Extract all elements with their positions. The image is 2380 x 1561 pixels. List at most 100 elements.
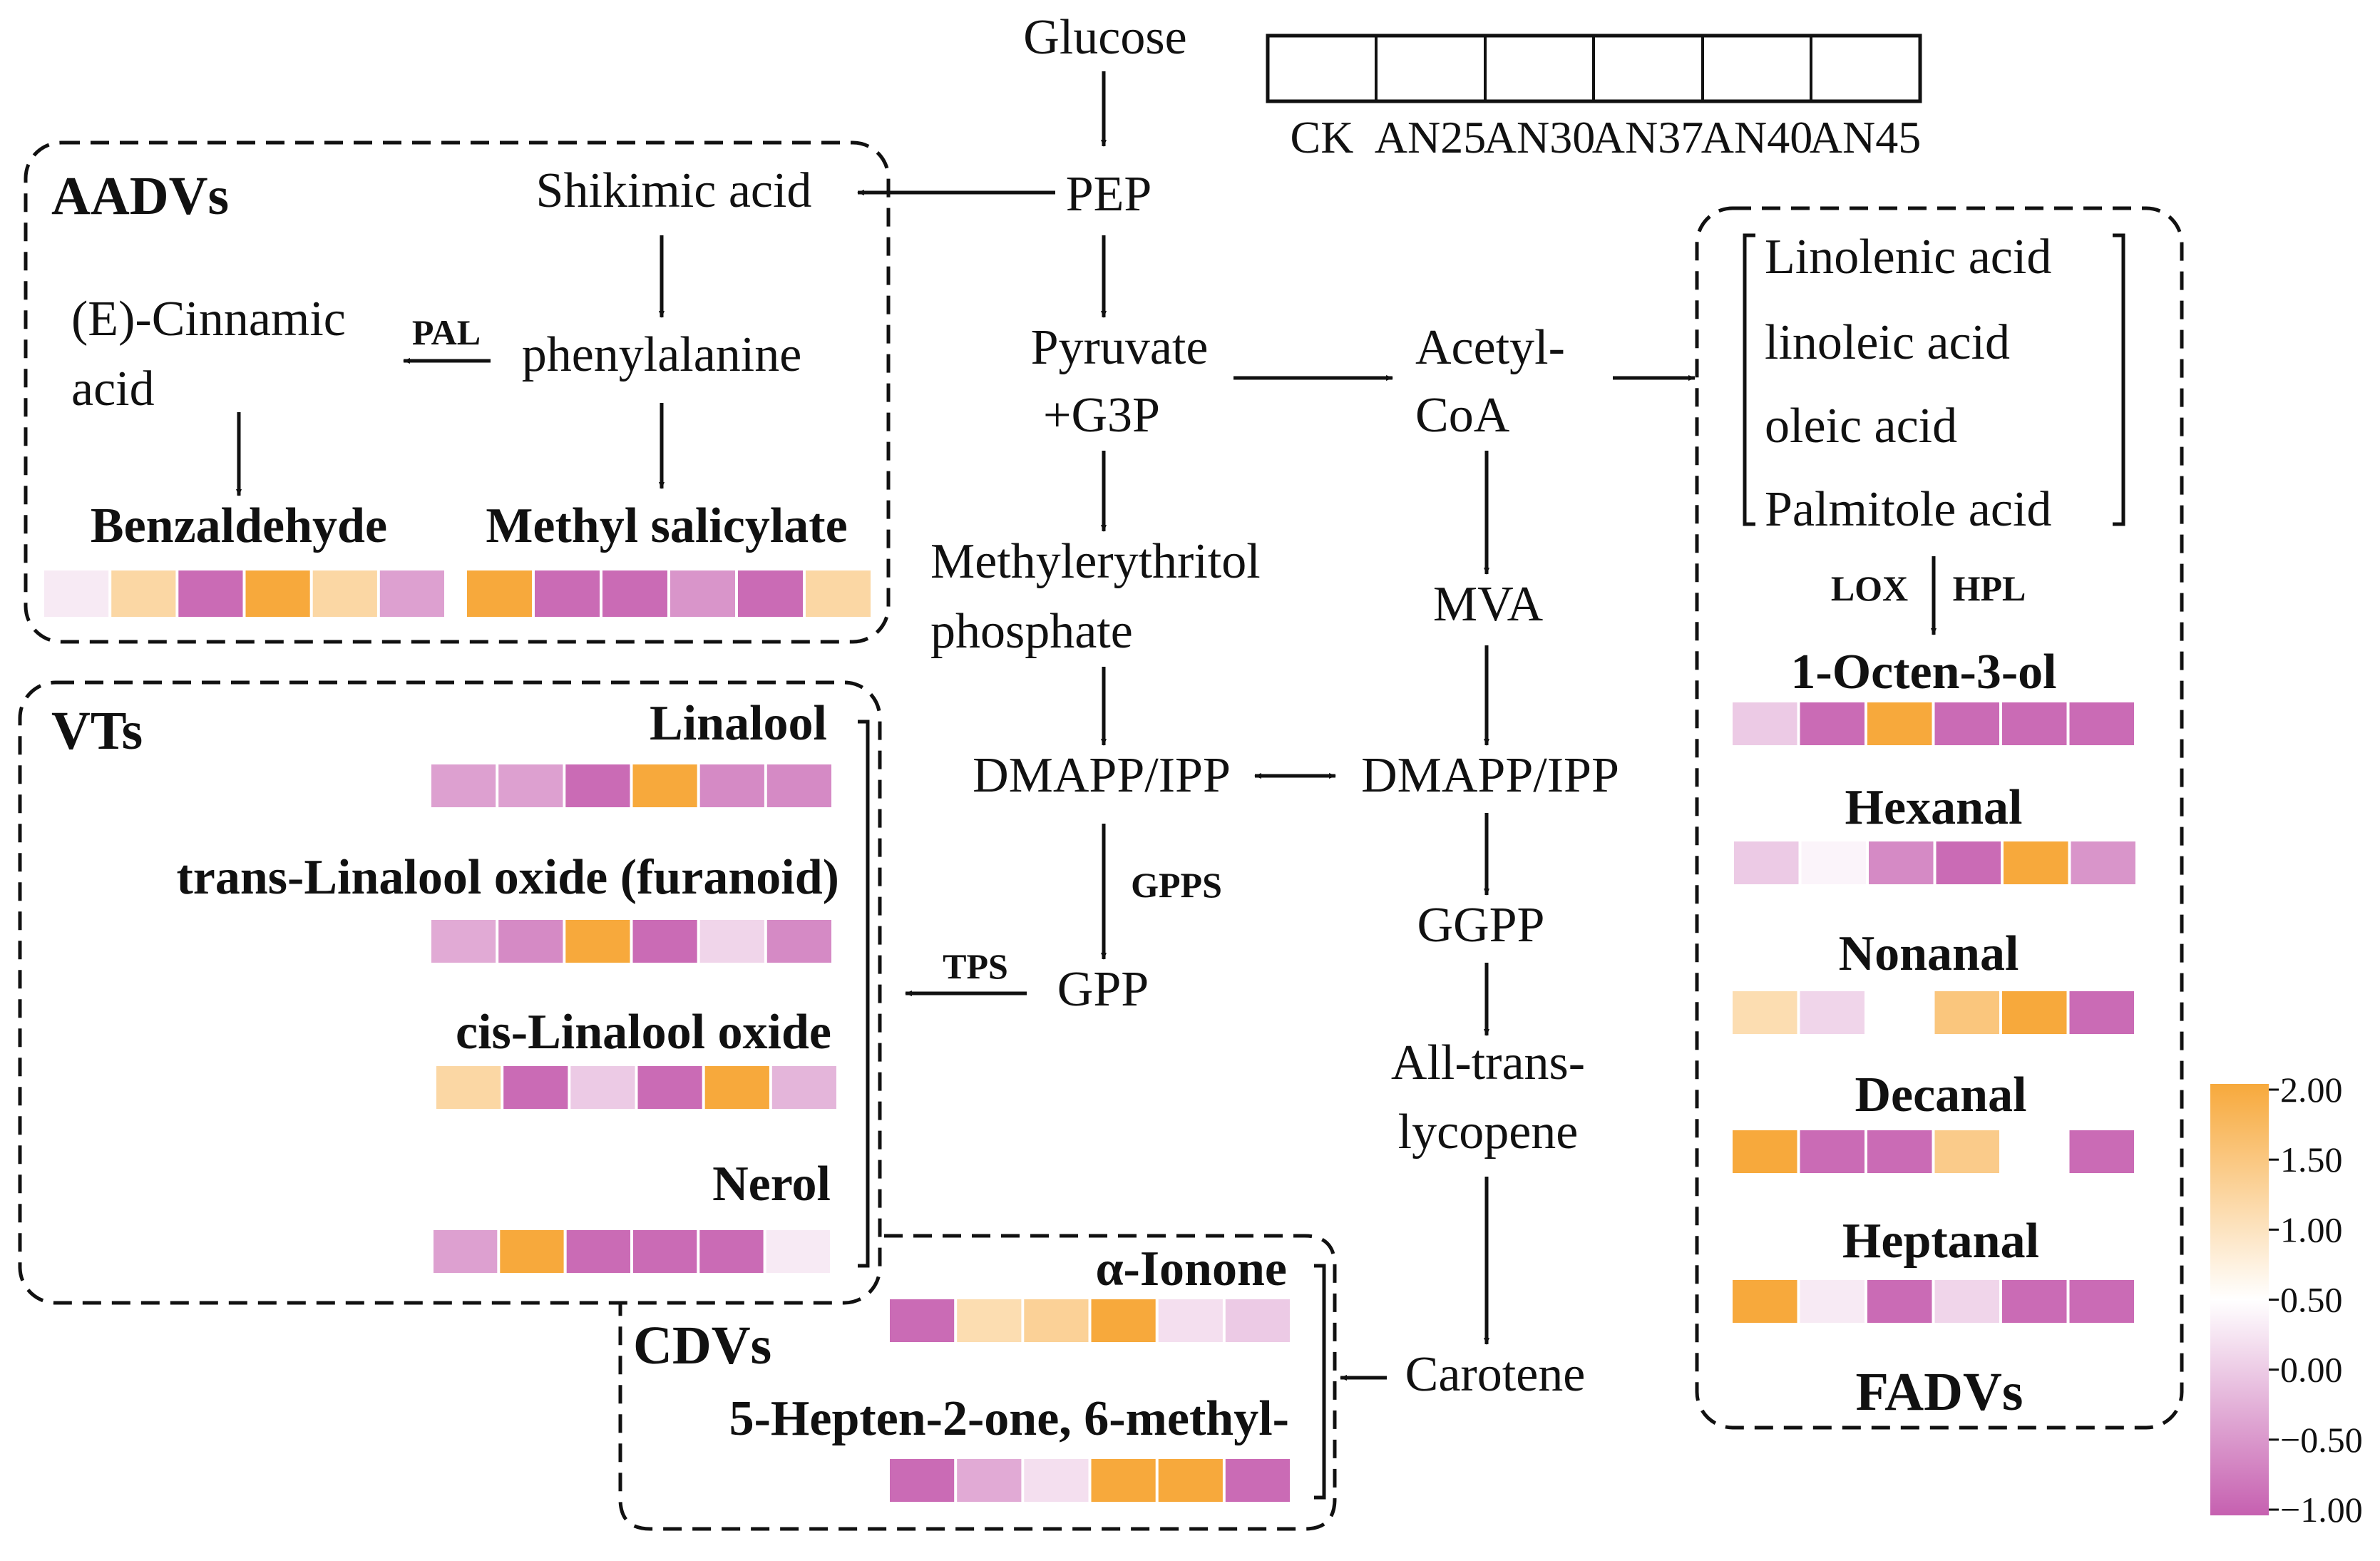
compound-label-nerol: Nerol <box>712 1157 831 1212</box>
heatmap-cell-heptanal-ck <box>1733 1280 1797 1323</box>
heatmap-cell-octenol-an40 <box>2002 702 2067 745</box>
heatmap-cell-decanal-ck <box>1733 1130 1797 1173</box>
cdv-bracket <box>1314 1264 1326 1500</box>
node-pyruvate-line2: +G3P <box>1043 388 1160 443</box>
heatmap-cell-hexanal-an45 <box>2071 841 2135 884</box>
heatmap-cell-octenol-an37 <box>1934 702 1999 745</box>
heatmap-cell-decanal-an25 <box>1800 1130 1864 1173</box>
heatmap-cell-trans-linalool-oxide-an37 <box>632 920 697 963</box>
heatmap-cell-linalool-an45 <box>766 764 831 807</box>
enzyme-lox: LOX <box>1831 568 1908 608</box>
heatmap-cell-heptanal-an40 <box>2002 1280 2067 1323</box>
heatmap-strips <box>44 570 2135 1502</box>
heatmap-cell-methyl-salicylate-an30 <box>602 570 667 617</box>
heatmap-cell-alpha-ionone-an45 <box>1225 1299 1290 1342</box>
heatmap-cell-heptanal-an25 <box>1800 1280 1864 1323</box>
heatmap-cell-trans-linalool-oxide-ck <box>431 920 496 963</box>
heatmap-cell-decanal-an37 <box>1934 1130 1999 1173</box>
heatmap-cell-hepten-an25 <box>957 1459 1022 1502</box>
node-gpp: GPP <box>1057 962 1149 1017</box>
heatmap-cell-nerol-an45 <box>766 1230 830 1273</box>
cdv-group-box <box>618 1234 1337 1531</box>
vt-group-box <box>18 680 882 1305</box>
colorbar-tick-label: 1.50 <box>2280 1140 2343 1179</box>
enzyme-gpps: GPPS <box>1131 865 1222 905</box>
heatmap-cell-cis-linalool-oxide-ck <box>436 1066 501 1109</box>
node-linolenic-acid: Linolenic acid <box>1765 230 2051 285</box>
heatmap-cell-heptanal-an30 <box>1867 1280 1932 1323</box>
colorbar-tick-label: −0.50 <box>2280 1420 2363 1460</box>
heatmap-cell-decanal-an40 <box>2002 1130 2067 1173</box>
heatmap-cell-hepten-an37 <box>1091 1459 1156 1502</box>
heatmap-cell-hexanal-an30 <box>1869 841 1934 884</box>
heatmap-cell-hexanal-an25 <box>1801 841 1866 884</box>
heatmap-cell-methyl-salicylate-an40 <box>738 570 803 617</box>
node-mep-line2: phosphate <box>930 604 1133 659</box>
heatmap-cell-cis-linalool-oxide-an25 <box>503 1066 568 1109</box>
colorbar-tick-label: 1.00 <box>2280 1209 2343 1249</box>
heatmap-cell-heptanal-an37 <box>1934 1280 1999 1323</box>
heatmap-cell-octenol-ck <box>1733 702 1797 745</box>
node-palmitole-acid: Palmitole acid <box>1765 482 2051 537</box>
node-linoleic-acid: linoleic acid <box>1765 315 2010 370</box>
compound-label-benzaldehyde: Benzaldehyde <box>91 498 387 553</box>
compound-label-nonanal: Nonanal <box>1839 926 2019 981</box>
legend-label-ck: CK <box>1291 112 1354 163</box>
compound-label-linalool: Linalool <box>650 696 827 751</box>
heatmap-cell-hepten-an30 <box>1024 1459 1089 1502</box>
heatmap-cell-nerol-an40 <box>699 1230 764 1273</box>
aadv-group-box <box>24 140 891 644</box>
heatmap-cell-linalool-an37 <box>632 764 697 807</box>
node-shikimic-acid: Shikimic acid <box>536 163 812 218</box>
colorbar-tick-label: 2.00 <box>2280 1070 2343 1110</box>
colorbar-tick-label: 0.50 <box>2280 1280 2343 1320</box>
heatmap-cell-nerol-an37 <box>633 1230 697 1273</box>
heatmap-cell-benzaldehyde-an25 <box>111 570 176 617</box>
heatmap-cell-benzaldehyde-an30 <box>178 570 243 617</box>
heatmap-cell-nonanal-an37 <box>1934 991 1999 1034</box>
node-cinnamic-line1: (E)-Cinnamic <box>71 292 346 347</box>
heatmap-cell-nerol-an25 <box>500 1230 564 1273</box>
heatmap-cell-alpha-ionone-an30 <box>1024 1299 1089 1342</box>
heatmap-cell-decanal-an45 <box>2069 1130 2134 1173</box>
heatmap-cell-hexanal-an40 <box>2004 841 2068 884</box>
aadv-title: AADVs <box>51 166 229 226</box>
colorbar-tick-label: 0.00 <box>2280 1350 2343 1390</box>
colorbar-gradient <box>2210 1084 2269 1515</box>
compound-label-decanal: Decanal <box>1855 1068 2026 1122</box>
enzyme-pal: PAL <box>412 312 481 352</box>
node-ggpp: GGPP <box>1417 898 1545 953</box>
heatmap-cell-nerol-ck <box>434 1230 498 1273</box>
heatmap-cell-trans-linalool-oxide-an25 <box>498 920 563 963</box>
compound-label-cis-linalool-oxide: cis-Linalool oxide <box>456 1005 831 1060</box>
heatmap-cell-methyl-salicylate-ck <box>467 570 532 617</box>
compound-label-alpha-ionone: α-Ionone <box>1095 1242 1287 1296</box>
heatmap-cell-methyl-salicylate-an37 <box>670 570 735 617</box>
heatmap-cell-linalool-an30 <box>565 764 630 807</box>
fatty-acid-bracket-right <box>2113 233 2125 526</box>
heatmap-cell-linalool-an40 <box>699 764 764 807</box>
node-lycopene-line2: lycopene <box>1398 1105 1579 1160</box>
legend-label-an25: AN25 <box>1375 112 1486 163</box>
heatmap-cell-cis-linalool-oxide-an40 <box>704 1066 769 1109</box>
heatmap-cell-decanal-an30 <box>1867 1130 1932 1173</box>
legend-label-an30: AN30 <box>1484 112 1595 163</box>
heatmap-cell-hepten-an45 <box>1225 1459 1290 1502</box>
vt-title: VTs <box>51 701 143 761</box>
heatmap-cell-trans-linalool-oxide-an40 <box>699 920 764 963</box>
heatmap-cell-alpha-ionone-an37 <box>1091 1299 1156 1342</box>
pathway-arrows <box>236 71 1937 1381</box>
cdv-title: CDVs <box>633 1316 771 1376</box>
compound-label-methyl-salicylate: Methyl salicylate <box>486 498 847 553</box>
heatmap-cell-octenol-an45 <box>2069 702 2134 745</box>
heatmap-cell-hexanal-ck <box>1734 841 1799 884</box>
heatmap-cell-alpha-ionone-an25 <box>957 1299 1022 1342</box>
colorbar-ticks: 2.001.501.000.500.00−0.50−1.00 <box>2269 1070 2363 1530</box>
heatmap-cell-benzaldehyde-an40 <box>312 570 377 617</box>
heatmap-cell-nonanal-an40 <box>2002 991 2067 1034</box>
heatmap-cell-trans-linalool-oxide-an45 <box>766 920 831 963</box>
column-legend: CK AN25 AN30 AN37 AN40 AN45 <box>1266 34 1922 163</box>
node-lycopene-line1: All-trans- <box>1391 1035 1585 1090</box>
heatmap-cell-linalool-an25 <box>498 764 563 807</box>
